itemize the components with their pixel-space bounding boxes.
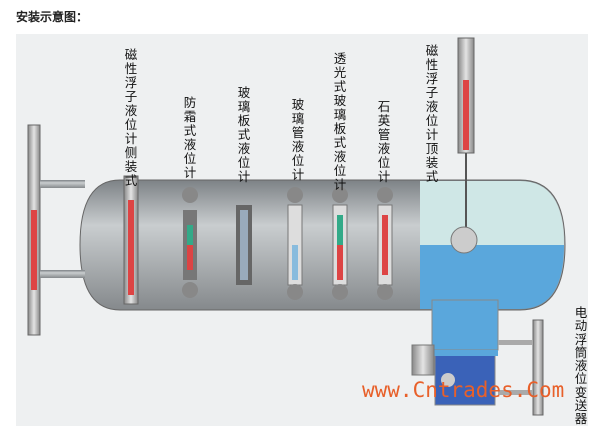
section-title: 安装示意图： [16,10,89,24]
transparent-plate-gauge [332,187,348,300]
label-top-magnetic: 磁性浮子液位计顶装式 [425,43,439,184]
liquid [420,245,564,309]
glass-tube-gauge [287,187,303,300]
gas-space [420,181,564,245]
watermark: www.Cntrades.Com [362,378,565,402]
lower-chamber [431,299,499,351]
quartz-tube-gauge [377,187,393,300]
label-glass-plate: 玻璃板式液位计 [237,85,251,184]
label-side-magnetic: 磁性浮子液位计侧装式 [124,47,138,188]
label-transparent-plate: 透光式玻璃板式液位计 [333,51,347,192]
label-quartz-tube: 石英管液位计 [377,99,391,184]
label-antifrost: 防霜式液位计 [183,95,197,180]
float-ball [450,226,478,254]
displacer-column [532,319,544,416]
side-gauge [123,175,139,305]
label-displacer: 电动浮筒液位变送器 [574,305,588,427]
label-glass-tube: 玻璃管液位计 [291,97,305,182]
glass-plate-gauge [236,205,252,285]
antifrost-gauge [182,187,198,298]
